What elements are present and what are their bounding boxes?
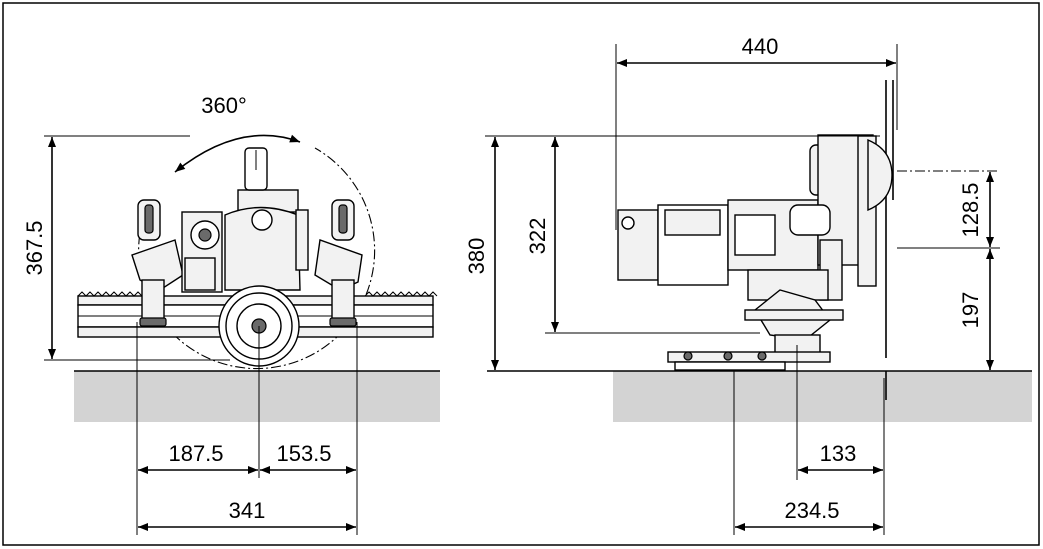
overall-height-label: 380 <box>464 238 489 275</box>
blade-upper-label: 128.5 <box>958 182 983 237</box>
right-offset-label: 153.5 <box>276 441 331 466</box>
height-label: 367.5 <box>22 220 47 275</box>
rotation-arrow <box>174 134 301 173</box>
left-clamp <box>131 199 184 327</box>
blade-lower-label: 197 <box>958 292 983 329</box>
right-clamp <box>314 199 363 327</box>
ground-block-right <box>613 371 1032 422</box>
length-label: 440 <box>742 34 779 59</box>
front-view: 360° 367.5 187.5 153.5 341 <box>22 93 440 535</box>
side-base <box>667 289 844 371</box>
left-offset-label: 187.5 <box>168 441 223 466</box>
side-view: 440 380 322 128.5 197 133 234.5 <box>464 34 1032 535</box>
long-offset-label: 234.5 <box>784 498 839 523</box>
side-motor <box>617 134 893 301</box>
body-height-label: 322 <box>525 218 550 255</box>
short-offset-label: 133 <box>820 441 857 466</box>
track-width-label: 341 <box>229 498 266 523</box>
ground-block-left <box>74 371 440 422</box>
rotation-label: 360° <box>201 93 247 118</box>
